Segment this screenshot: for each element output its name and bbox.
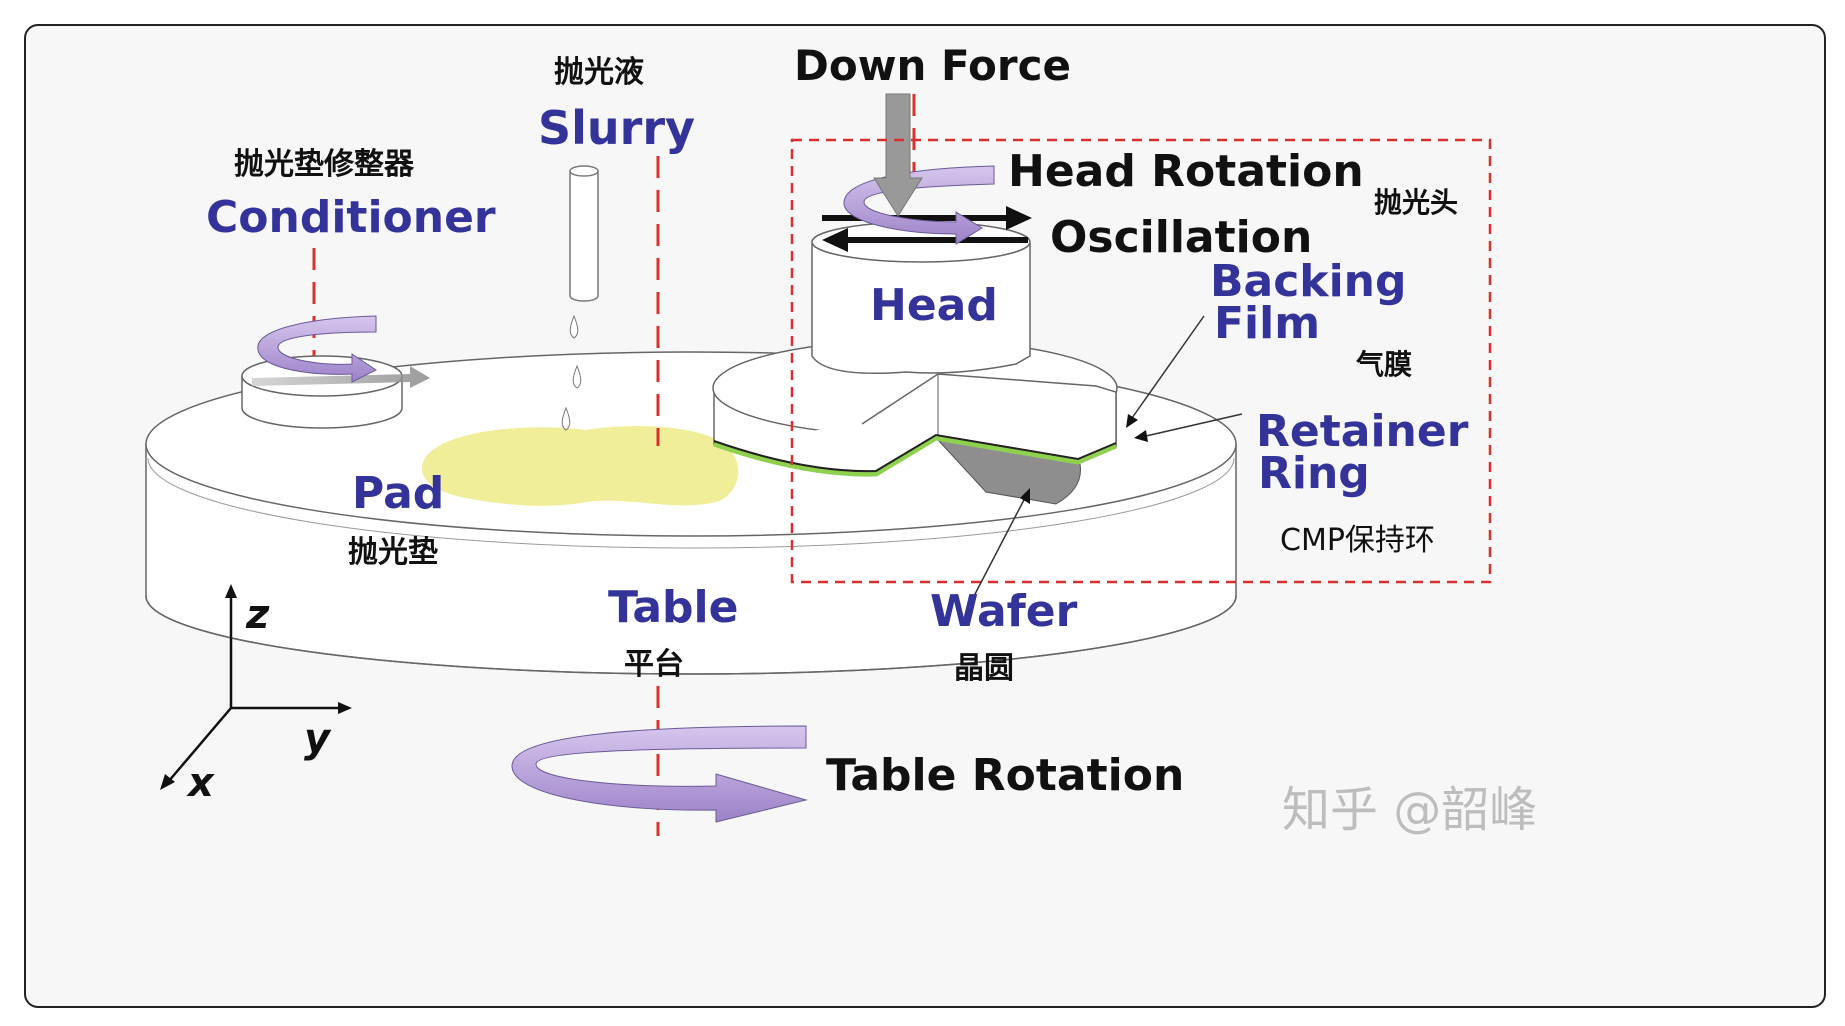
wafer-cn-label: 晶圆 bbox=[954, 651, 1014, 686]
retainer-edge bbox=[713, 433, 1117, 473]
head-rotation-label: Head Rotation bbox=[1008, 146, 1364, 197]
backing-film-leader-head bbox=[1126, 414, 1138, 428]
wafer bbox=[936, 439, 1081, 505]
conditioner-rotation-arrow bbox=[257, 315, 377, 383]
axis-x-label: x bbox=[186, 760, 215, 806]
slurry-drop bbox=[572, 364, 582, 389]
diagram-frame: 抛光液 Slurry Down Force 抛光垫修整器 Conditioner… bbox=[24, 24, 1826, 1008]
backing-film-leader bbox=[1131, 315, 1205, 419]
conditioner-en-label: Conditioner bbox=[206, 192, 496, 243]
head-oscillation-arrow bbox=[822, 206, 1032, 252]
coordinate-axes bbox=[160, 584, 352, 790]
retainer-ring-label-2: Ring bbox=[1258, 448, 1370, 499]
wafer-leader bbox=[973, 495, 1027, 597]
slurry-drop bbox=[569, 314, 579, 339]
conditioner-cn-label: 抛光垫修整器 bbox=[234, 147, 415, 182]
slurry-cn-label: 抛光液 bbox=[554, 55, 644, 90]
table-cn-label: 平台 bbox=[624, 647, 684, 682]
retainer-ring-cn-label: CMP保持环 bbox=[1280, 523, 1435, 558]
axis-y-label: y bbox=[304, 716, 332, 762]
axis-z-label: z bbox=[245, 592, 270, 638]
down-force-arrow bbox=[873, 93, 923, 217]
retainer-ring-leader bbox=[1145, 413, 1243, 437]
slurry-drop bbox=[561, 406, 571, 431]
pad-cn-label: 抛光垫 bbox=[348, 535, 438, 570]
head-cn-label: 抛光头 bbox=[1374, 186, 1458, 219]
watermark: 知乎 @韶峰 bbox=[1282, 782, 1537, 838]
slurry-en-label: Slurry bbox=[538, 101, 695, 155]
backing-film bbox=[713, 435, 1117, 477]
table-label: Table bbox=[608, 582, 738, 633]
polishing-head-box bbox=[790, 138, 1492, 584]
table-rotation-label: Table Rotation bbox=[826, 750, 1184, 801]
head-label: Head bbox=[870, 280, 998, 331]
oscillation-label: Oscillation bbox=[1050, 212, 1312, 263]
slurry-nozzle bbox=[569, 165, 599, 302]
pad-label: Pad bbox=[352, 468, 444, 519]
conditioner-oscillation-arrow bbox=[252, 366, 430, 388]
retainer-ring-leader-head bbox=[1134, 430, 1148, 442]
wafer-label: Wafer bbox=[930, 586, 1078, 637]
cmp-diagram: 抛光液 Slurry Down Force 抛光垫修整器 Conditioner… bbox=[145, 41, 1537, 838]
backing-film-label-2: Film bbox=[1214, 298, 1320, 349]
backing-film-cn-label: 气膜 bbox=[1355, 348, 1412, 381]
wafer-leader-head bbox=[1020, 488, 1030, 504]
table-rotation-arrow bbox=[511, 725, 808, 823]
down-force-label: Down Force bbox=[794, 41, 1071, 90]
slurry-puddle bbox=[421, 426, 739, 506]
backing-film-label-1: Backing bbox=[1210, 256, 1406, 307]
retainer-ring-label-1: Retainer bbox=[1256, 406, 1469, 457]
